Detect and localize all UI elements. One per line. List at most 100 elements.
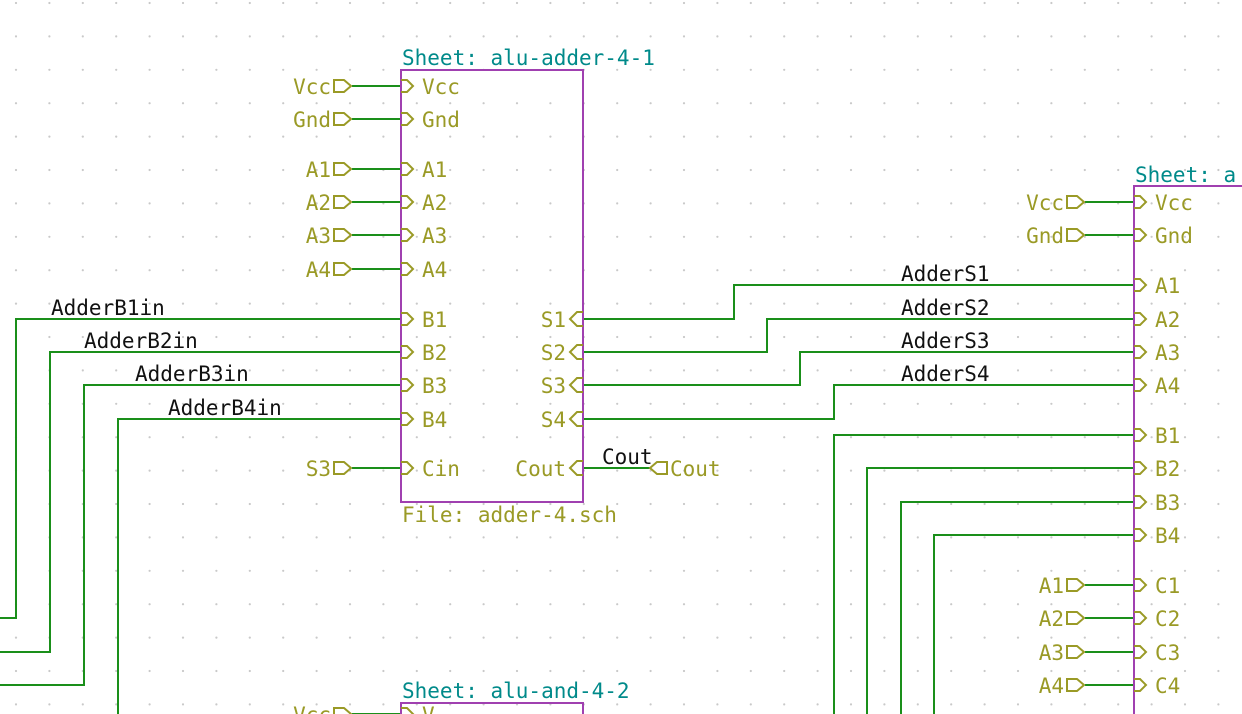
right-global-label-a3[interactable]: A3 [1039,641,1064,665]
global-label-s3[interactable]: S3 [306,457,331,481]
right-pin-b4[interactable]: B4 [1155,524,1180,548]
right-pin-c4[interactable]: C4 [1155,674,1180,698]
right-pin-gnd[interactable]: Gnd [1155,224,1193,248]
grid-dot [716,469,719,472]
right-pin-c1[interactable]: C1 [1155,574,1180,598]
grid-dot [1117,603,1120,606]
adder-pin-b1[interactable]: B1 [422,308,447,332]
grid-dot [1183,135,1187,138]
grid-dot [181,669,185,673]
net-label-adderb3[interactable]: AdderB3in [135,362,249,386]
right-global-label-a1[interactable]: A1 [1039,574,1064,598]
global-label-cout[interactable]: Cout [670,457,721,481]
adder-pin-a1[interactable]: A1 [422,158,447,182]
adder-pin-b4[interactable]: B4 [422,408,447,432]
grid-dot [215,703,218,706]
net-labels: AdderB1in AdderB2in AdderB3in AdderB4in … [51,262,990,469]
adder-pin-b3[interactable]: B3 [422,374,447,398]
grid-dot [816,402,819,405]
right-pin-a3[interactable]: A3 [1155,341,1180,365]
right-pin-vcc[interactable]: Vcc [1155,191,1193,215]
net-label-adders4[interactable]: AdderS4 [901,362,990,386]
net-label-adderb2[interactable]: AdderB2in [84,329,198,353]
adder-pin-s1[interactable]: S1 [541,308,566,332]
grid-dot [348,135,352,138]
global-label-a4[interactable]: A4 [306,258,331,282]
grid-dot [616,1,619,5]
right-global-label-vcc[interactable]: Vcc [1026,191,1064,215]
net-label-adderb1[interactable]: AdderB1in [51,296,165,320]
right-pin-a4[interactable]: A4 [1155,374,1180,398]
grid-dot [382,502,385,506]
adder-pin-s3[interactable]: S3 [541,374,566,398]
net-label-adders1[interactable]: AdderS1 [901,262,990,286]
net-label-adders3[interactable]: AdderS3 [901,329,990,353]
right-global-label-a2[interactable]: A2 [1039,607,1064,631]
net-label-adderb4[interactable]: AdderB4in [168,396,282,420]
global-label-a3[interactable]: A3 [306,224,331,248]
wires [0,85,1134,714]
grid-dot [1083,302,1086,305]
adder-pin-cin[interactable]: Cin [422,457,460,481]
grid-dot [549,1,552,5]
adder-pin-b2[interactable]: B2 [422,341,447,365]
grid-dot [449,202,452,205]
grid-dot [716,1,719,5]
net-label-adders2[interactable]: AdderS2 [901,296,990,320]
right-pin-a2[interactable]: A2 [1155,308,1180,332]
grid-dot [115,502,118,506]
grid-dot [749,636,752,639]
net-label-cout[interactable]: Cout [602,445,653,469]
adder-pin-cout[interactable]: Cout [515,457,566,481]
grid-dot [315,436,318,439]
grid-dot [115,35,118,38]
right-sheet-box[interactable] [1133,185,1242,714]
grid-dot [549,302,552,305]
right-pin-b1[interactable]: B1 [1155,424,1180,448]
adder-pin-a4[interactable]: A4 [422,258,447,282]
grid-dot [1050,603,1053,606]
adder-pin-vcc[interactable]: Vcc [422,75,460,99]
right-global-label-gnd[interactable]: Gnd [1026,224,1064,248]
adder-sheet-box[interactable] [400,69,584,503]
wire-adderb2 [0,351,401,653]
grid-dot [849,102,853,105]
right-pin-a1[interactable]: A1 [1155,274,1180,298]
grid-dot [950,102,953,105]
adder-pin-gnd[interactable]: Gnd [422,108,460,132]
grid-dot [1016,235,1020,238]
global-label-a1[interactable]: A1 [306,158,331,182]
adder-pin-a3[interactable]: A3 [422,224,447,248]
grid-dot [1117,402,1120,405]
global-label-vcc[interactable]: Vcc [293,75,331,99]
grid-dot [1083,436,1086,439]
grid-dot [783,35,786,38]
grid-dot [816,669,819,673]
grid-dot [515,102,519,105]
grid-dot [616,168,619,172]
right-pin-b2[interactable]: B2 [1155,457,1180,481]
global-label-a2[interactable]: A2 [306,191,331,215]
grid-dot [649,102,652,105]
grid-dot [215,35,218,38]
grid-dot [649,168,652,172]
and-global-label-vcc[interactable]: Vcc [293,703,331,714]
right-pin-c3[interactable]: C3 [1155,641,1180,665]
wire-adders4 [583,384,1134,420]
global-label-gnd[interactable]: Gnd [293,108,331,132]
grid-dot [248,1,251,5]
right-global-label-a4[interactable]: A4 [1039,674,1064,698]
grid-dot [1217,603,1220,606]
right-pin-b3[interactable]: B3 [1155,491,1180,515]
grid-dot [1050,168,1053,172]
grid-dot [749,1,752,5]
adder-pin-a2[interactable]: A2 [422,191,447,215]
and-pin-v[interactable]: V [422,703,435,714]
adder-pin-s4[interactable]: S4 [541,408,566,432]
grid-dot [616,235,619,238]
grid-dot [950,636,953,639]
grid-dot [1183,703,1187,706]
right-pin-c2[interactable]: C2 [1155,607,1180,631]
adder-pin-s2[interactable]: S2 [541,341,566,365]
